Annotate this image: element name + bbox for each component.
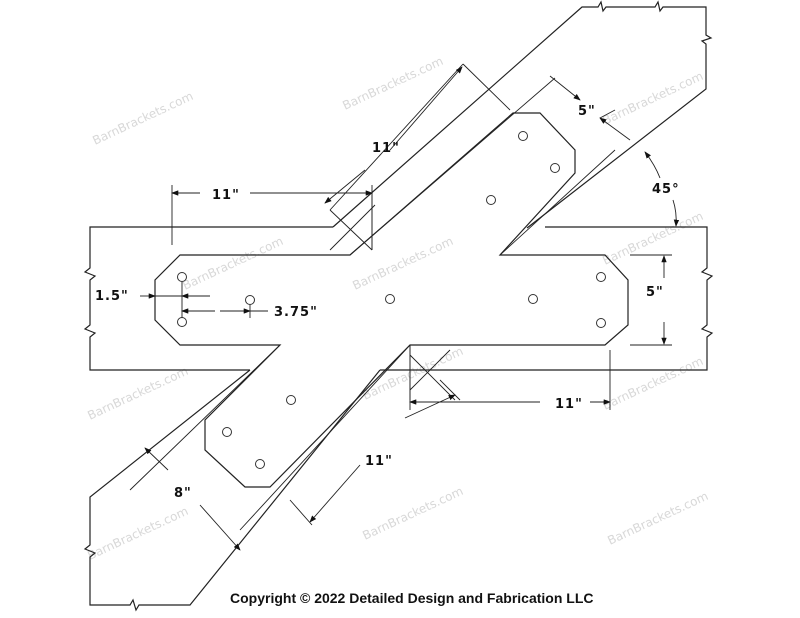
dim-right-length: 11": [555, 397, 583, 412]
dim-horizontal-width: 5": [646, 285, 664, 300]
dim-lower-beam-width: 8": [174, 486, 192, 501]
svg-text:BarnBrackets.com: BarnBrackets.com: [350, 234, 455, 293]
bolt-hole: [255, 459, 265, 469]
bolt-hole: [596, 318, 606, 328]
svg-text:BarnBrackets.com: BarnBrackets.com: [600, 354, 705, 413]
bolt-hole: [550, 163, 560, 173]
bolt-hole: [596, 272, 606, 282]
dim-hole-spacing: 3.75": [274, 305, 318, 320]
svg-text:BarnBrackets.com: BarnBrackets.com: [180, 234, 285, 293]
horizontal-beam: [83, 226, 714, 371]
bolt-hole: [222, 427, 232, 437]
svg-text:BarnBrackets.com: BarnBrackets.com: [85, 364, 190, 423]
bolt-holes: [177, 131, 606, 469]
dim-edge-offset: 1.5": [95, 289, 129, 304]
dim-upper-arm-width: 5": [578, 104, 596, 119]
bracket-plate: [154, 112, 629, 488]
dim-upper-arm-length: 11": [372, 141, 400, 156]
svg-text:BarnBrackets.com: BarnBrackets.com: [605, 489, 710, 548]
bolt-hole: [177, 317, 187, 327]
svg-text:BarnBrackets.com: BarnBrackets.com: [360, 344, 465, 403]
bolt-hole: [385, 294, 395, 304]
dim-left-length: 11": [212, 188, 240, 203]
bolt-hole: [286, 395, 296, 405]
copyright-text: Copyright © 2022 Detailed Design and Fab…: [230, 590, 594, 606]
svg-text:BarnBrackets.com: BarnBrackets.com: [360, 484, 465, 543]
bolt-hole: [518, 131, 528, 141]
svg-text:BarnBrackets.com: BarnBrackets.com: [600, 209, 705, 268]
bolt-hole: [528, 294, 538, 304]
svg-text:BarnBrackets.com: BarnBrackets.com: [90, 89, 195, 148]
bolt-hole: [245, 295, 255, 305]
dimension-lines: [140, 63, 680, 551]
upper-diagonal-beam: [329, 0, 713, 256]
bolt-hole: [177, 272, 187, 282]
bolt-hole: [486, 195, 496, 205]
svg-text:BarnBrackets.com: BarnBrackets.com: [600, 69, 705, 128]
dim-lower-arm-length: 11": [365, 454, 393, 469]
svg-text:BarnBrackets.com: BarnBrackets.com: [85, 504, 190, 563]
dim-angle: 45°: [652, 182, 680, 197]
